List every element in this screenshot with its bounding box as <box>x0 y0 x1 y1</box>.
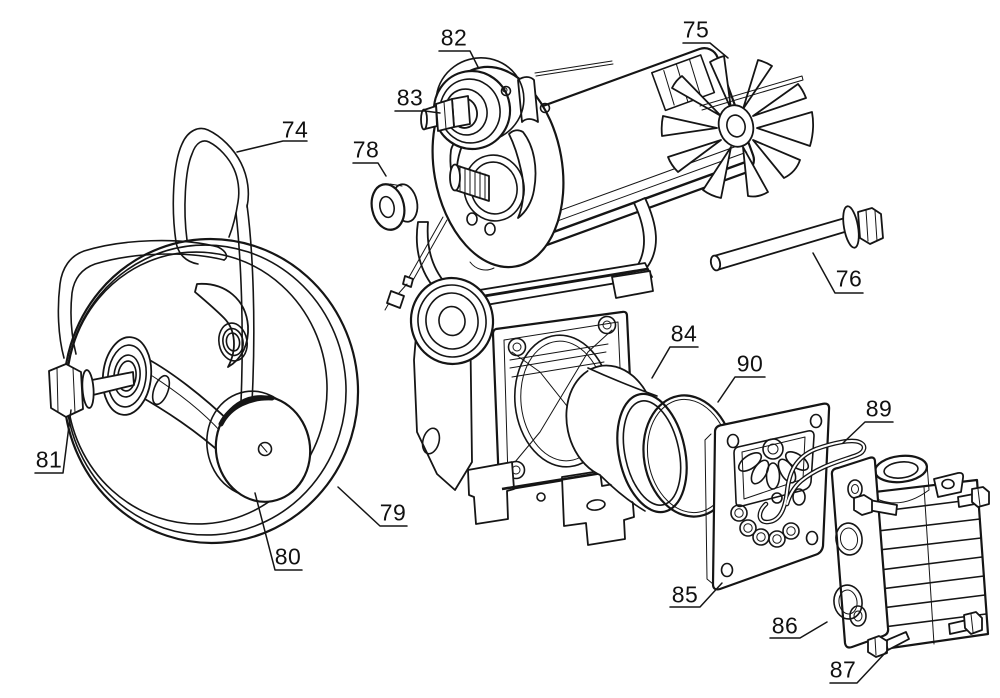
callout-74: 74 <box>281 116 309 143</box>
leader-lines <box>34 42 894 684</box>
fan-rod <box>699 75 804 111</box>
belt-groove <box>218 395 275 427</box>
counterweight <box>194 283 249 368</box>
callout-76: 76 <box>835 265 863 292</box>
head-bolts <box>867 631 910 658</box>
piston-assembly <box>206 390 312 503</box>
callout-78: 78 <box>352 136 380 163</box>
cooling-fan <box>660 55 815 199</box>
callout-81: 81 <box>35 446 63 473</box>
grommet <box>370 183 419 231</box>
unloader-tube <box>757 438 867 525</box>
flywheel-bolt <box>48 363 135 418</box>
motor-rod <box>534 60 614 77</box>
shaft-end <box>420 95 471 132</box>
long-bolt <box>709 205 884 272</box>
valve-plate <box>704 402 831 591</box>
callout-86: 86 <box>771 612 799 639</box>
callout-82: 82 <box>440 24 468 51</box>
callout-79: 79 <box>379 499 407 526</box>
callout-89: 89 <box>865 395 893 422</box>
callout-90: 90 <box>736 350 764 377</box>
cylinder-head <box>830 454 990 652</box>
callout-80: 80 <box>274 543 302 570</box>
callout-85: 85 <box>671 581 699 608</box>
bolt-hex-head <box>48 363 84 418</box>
callout-87: 87 <box>829 656 857 683</box>
callout-84: 84 <box>670 320 698 347</box>
wire-connector <box>386 290 405 309</box>
cylinder-sleeve <box>565 364 688 514</box>
crankcase <box>409 262 654 546</box>
motor-wire <box>407 216 448 283</box>
drive-belt <box>57 127 255 403</box>
bolt-hex-head <box>857 207 884 245</box>
callout-83: 83 <box>396 84 424 111</box>
callout-75: 75 <box>682 16 710 43</box>
head-port <box>874 454 928 484</box>
